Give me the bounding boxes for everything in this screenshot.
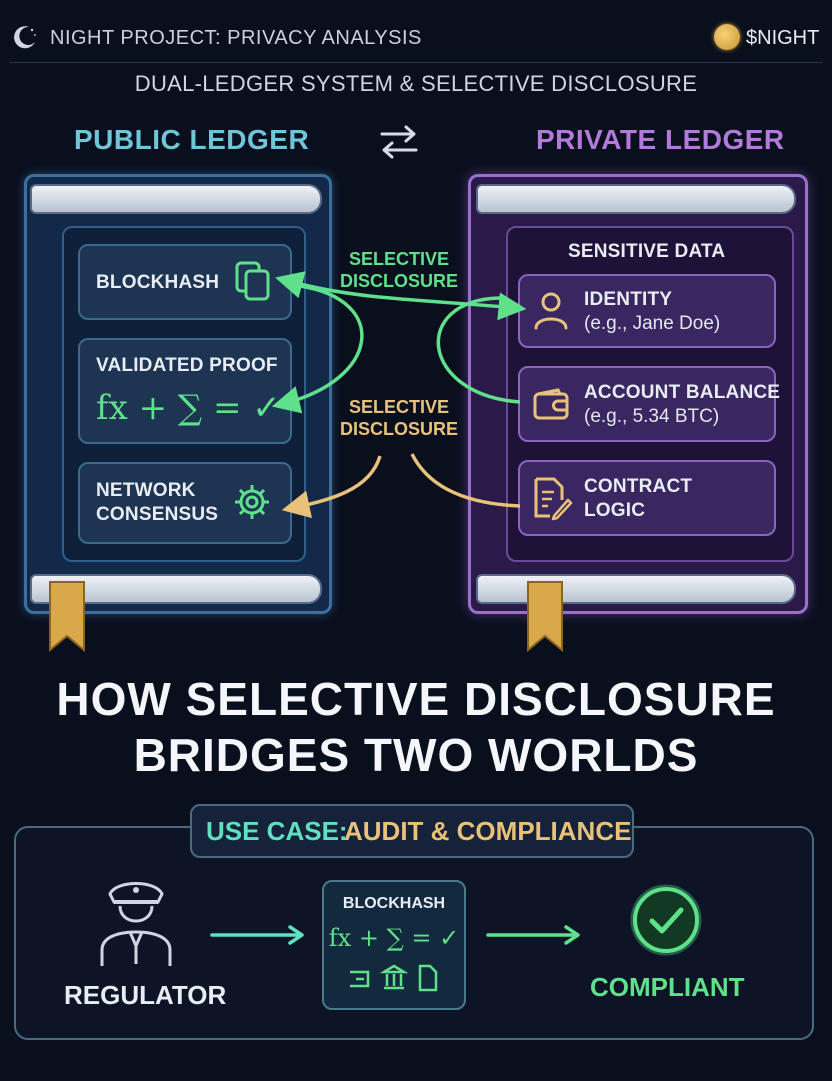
blockhash-card xyxy=(78,244,292,320)
account-balance-detail: (e.g., 5.34 BTC) xyxy=(584,406,720,427)
selective-disclosure-mid-1: SELECTIVE xyxy=(348,397,450,417)
headline-line-1: HOW SELECTIVE DISCLOSURE xyxy=(56,673,776,725)
identity-card xyxy=(518,274,776,348)
audit-proof-box xyxy=(322,880,466,1010)
private-book-top-pages xyxy=(476,184,796,214)
regulator-icon xyxy=(100,882,172,966)
moon-icon xyxy=(14,26,36,49)
use-case-banner xyxy=(190,804,634,858)
audit-icons-row xyxy=(350,964,438,992)
header-title: NIGHT PROJECT: PRIVACY ANALYSIS xyxy=(50,27,422,49)
check-circle-icon xyxy=(630,884,702,956)
network-label: NETWORK xyxy=(96,480,196,501)
use-case-prefix: USE CASE: xyxy=(206,816,348,846)
selective-disclosure-top-2: DISCLOSURE xyxy=(339,271,458,291)
consensus-label: CONSENSUS xyxy=(96,504,219,525)
compliant-label: COMPLIANT xyxy=(590,972,745,1002)
contract-label: CONTRACT xyxy=(584,476,693,497)
proof-formula: fx + ∑ = ✓ xyxy=(96,388,281,428)
sensitive-data-title: SENSITIVE DATA xyxy=(568,241,726,262)
identity-label: IDENTITY xyxy=(584,289,673,310)
account-balance-card xyxy=(518,366,776,442)
private-bookmark-icon xyxy=(527,581,563,653)
ticker-label: $NIGHT xyxy=(746,27,820,49)
document-edit-icon xyxy=(534,477,573,521)
disclosure-arrows xyxy=(271,271,527,519)
blockhash-label: BLOCKHASH xyxy=(96,272,220,293)
gear-icon xyxy=(235,485,269,519)
identity-detail: (e.g., Jane Doe) xyxy=(584,313,721,334)
coin-icon xyxy=(714,24,740,50)
diagram-subtitle: DUAL-LEDGER SYSTEM & SELECTIVE DISCLOSUR… xyxy=(134,71,698,96)
validated-proof-label: VALIDATED PROOF xyxy=(96,355,278,376)
user-icon xyxy=(534,292,568,330)
public-book-top-pages xyxy=(30,184,322,214)
header-divider xyxy=(10,62,822,63)
private-ledger-title: PRIVATE LEDGER xyxy=(536,124,785,155)
account-balance-label: ACCOUNT BALANCE xyxy=(584,382,781,403)
use-case-title: AUDIT & COMPLIANCE xyxy=(344,816,632,846)
public-bookmark-icon xyxy=(49,581,85,653)
arrow-right-icon xyxy=(210,925,304,945)
selective-disclosure-top-1: SELECTIVE xyxy=(348,249,450,269)
logic-label: LOGIC xyxy=(584,500,646,521)
swap-arrows-icon xyxy=(380,125,418,159)
audit-formula: fx + ∑ = ✓ xyxy=(328,924,460,952)
public-ledger-title: PUBLIC LEDGER xyxy=(74,124,310,155)
regulator-label: REGULATOR xyxy=(64,980,227,1010)
selective-disclosure-mid-2: DISCLOSURE xyxy=(339,419,458,439)
copy-icon xyxy=(235,261,270,301)
audit-blockhash-label: BLOCKHASH xyxy=(342,895,446,912)
wallet-icon xyxy=(533,388,569,420)
arrow-right-icon-2 xyxy=(486,925,580,945)
headline-line-2: BRIDGES TWO WORLDS xyxy=(133,729,699,781)
